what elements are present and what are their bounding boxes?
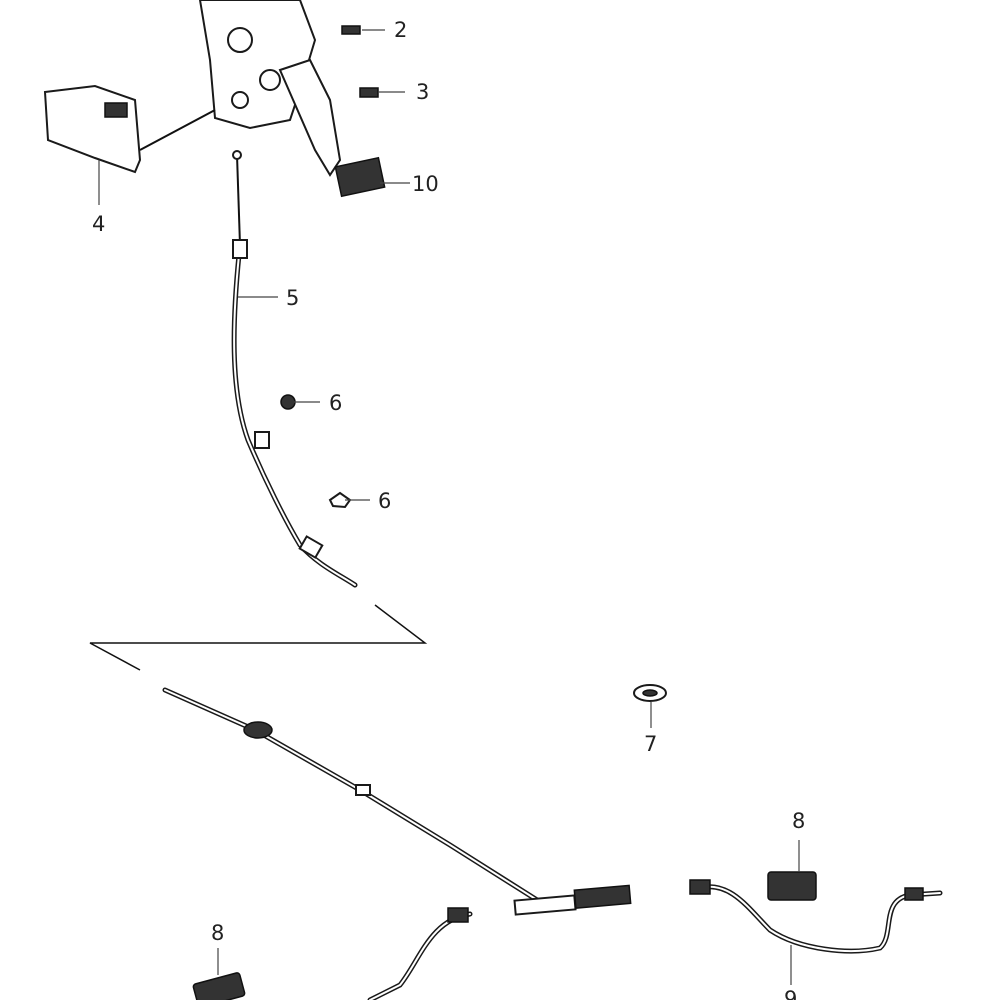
park-brake-pedal-assembly <box>198 0 386 198</box>
clip-8b <box>192 972 246 1000</box>
bolt-2 <box>341 25 361 35</box>
callout-10: 10 <box>412 172 439 196</box>
front-cable-5 <box>231 150 358 588</box>
clip-8a <box>767 871 817 901</box>
break-line <box>89 604 428 671</box>
clip-6b <box>328 491 352 509</box>
callout-8b: 8 <box>211 921 224 945</box>
callout-7: 7 <box>644 732 657 756</box>
callout-9: 9 <box>784 987 797 1000</box>
intermediate-cable <box>162 687 632 916</box>
callout-8a: 8 <box>792 809 805 833</box>
grommet-7 <box>633 684 667 702</box>
clip-6a <box>280 394 296 410</box>
module-4 <box>43 84 216 174</box>
callout-6a: 6 <box>329 391 342 415</box>
bolt-3 <box>359 87 379 98</box>
callout-5: 5 <box>286 286 299 310</box>
rear-cable-9 <box>689 879 943 954</box>
callout-6b: 6 <box>378 489 391 513</box>
rear-cable-left <box>367 907 473 1000</box>
callout-4: 4 <box>92 212 105 236</box>
callout-3: 3 <box>416 80 429 104</box>
callout-2: 2 <box>394 18 407 42</box>
